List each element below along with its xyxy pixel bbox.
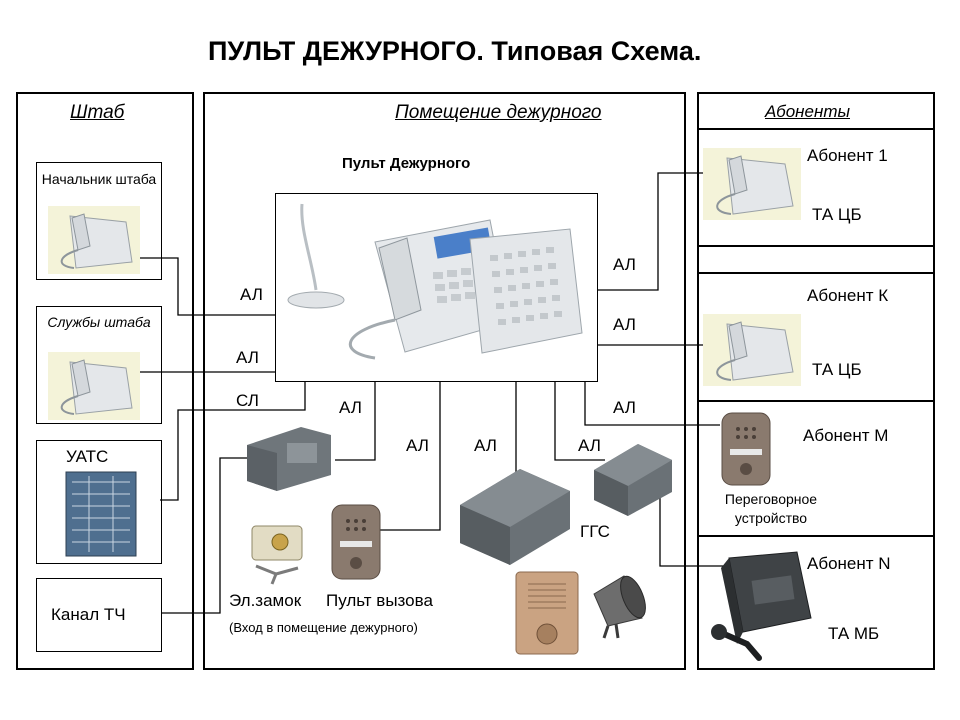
- abonent-1-name: Абонент 1: [807, 146, 888, 165]
- phone-icon: [48, 206, 140, 274]
- channel-label: Канал ТЧ: [51, 605, 126, 624]
- phone-icon: [48, 352, 140, 420]
- line-label-ggs: ГГС: [580, 522, 610, 541]
- pbx-rack-icon: [65, 471, 137, 557]
- horn-speaker-icon: [593, 575, 646, 639]
- abonent-n-name: Абонент N: [807, 554, 891, 573]
- subscribers-panel: [697, 92, 935, 670]
- divider: [697, 272, 935, 274]
- call-panel-label: Пульт вызова: [326, 591, 433, 610]
- line-label-al: АЛ: [613, 255, 636, 274]
- amplifier-icon: [594, 444, 672, 516]
- speaker-icon: [515, 571, 579, 655]
- console-label: Пульт Дежурного: [342, 155, 471, 172]
- divider: [697, 535, 935, 537]
- abonent-n-type: ТА МБ: [828, 624, 880, 643]
- line-label-al: АЛ: [578, 436, 601, 455]
- field-phone-icon: [711, 551, 812, 661]
- door-lock-icon: [251, 525, 303, 585]
- abonent-k-type: ТА ЦБ: [812, 360, 862, 379]
- duty-room-header: Помещение дежурного: [395, 102, 602, 123]
- phone-icon: [703, 148, 801, 220]
- line-label-al: АЛ: [613, 315, 636, 334]
- subscribers-header: Абоненты: [765, 102, 850, 121]
- abonent-k-name: Абонент К: [807, 286, 889, 305]
- abonent-1-type: ТА ЦБ: [812, 205, 862, 224]
- abonent-m-name: Абонент М: [803, 426, 889, 445]
- line-label-al: АЛ: [406, 436, 429, 455]
- pbx-label: УАТС: [66, 447, 109, 466]
- divider: [697, 400, 935, 402]
- intercom-icon: [721, 412, 771, 486]
- microphone-icon: [287, 203, 345, 309]
- lock-label: Эл.замок: [229, 591, 302, 610]
- hq-panel: [16, 92, 194, 670]
- entry-note: (Вход в помещение дежурного): [229, 620, 418, 635]
- amplifier-icon: [460, 469, 570, 565]
- channel-box: [36, 578, 162, 652]
- line-label-sl: СЛ: [236, 391, 259, 410]
- chief-label: Начальник штаба: [41, 171, 157, 187]
- line-label-al: АЛ: [240, 285, 263, 304]
- line-label-al: АЛ: [613, 398, 636, 417]
- divider: [697, 128, 935, 130]
- console-keypad-icon: [469, 228, 583, 354]
- call-panel-icon: [331, 504, 381, 580]
- device-unit-icon: [247, 427, 331, 491]
- line-label-al: АЛ: [236, 348, 259, 367]
- duty-room-panel: [203, 92, 686, 670]
- page-title: ПУЛЬТ ДЕЖУРНОГО. Типовая Схема.: [208, 36, 702, 66]
- abonent-m-device: Переговорное устройство: [724, 491, 818, 526]
- hq-header: Штаб: [70, 102, 125, 123]
- divider: [697, 245, 935, 247]
- phone-icon: [703, 314, 801, 386]
- line-label-al: АЛ: [339, 398, 362, 417]
- line-label-al: АЛ: [474, 436, 497, 455]
- services-label: Службы штаба: [47, 314, 151, 330]
